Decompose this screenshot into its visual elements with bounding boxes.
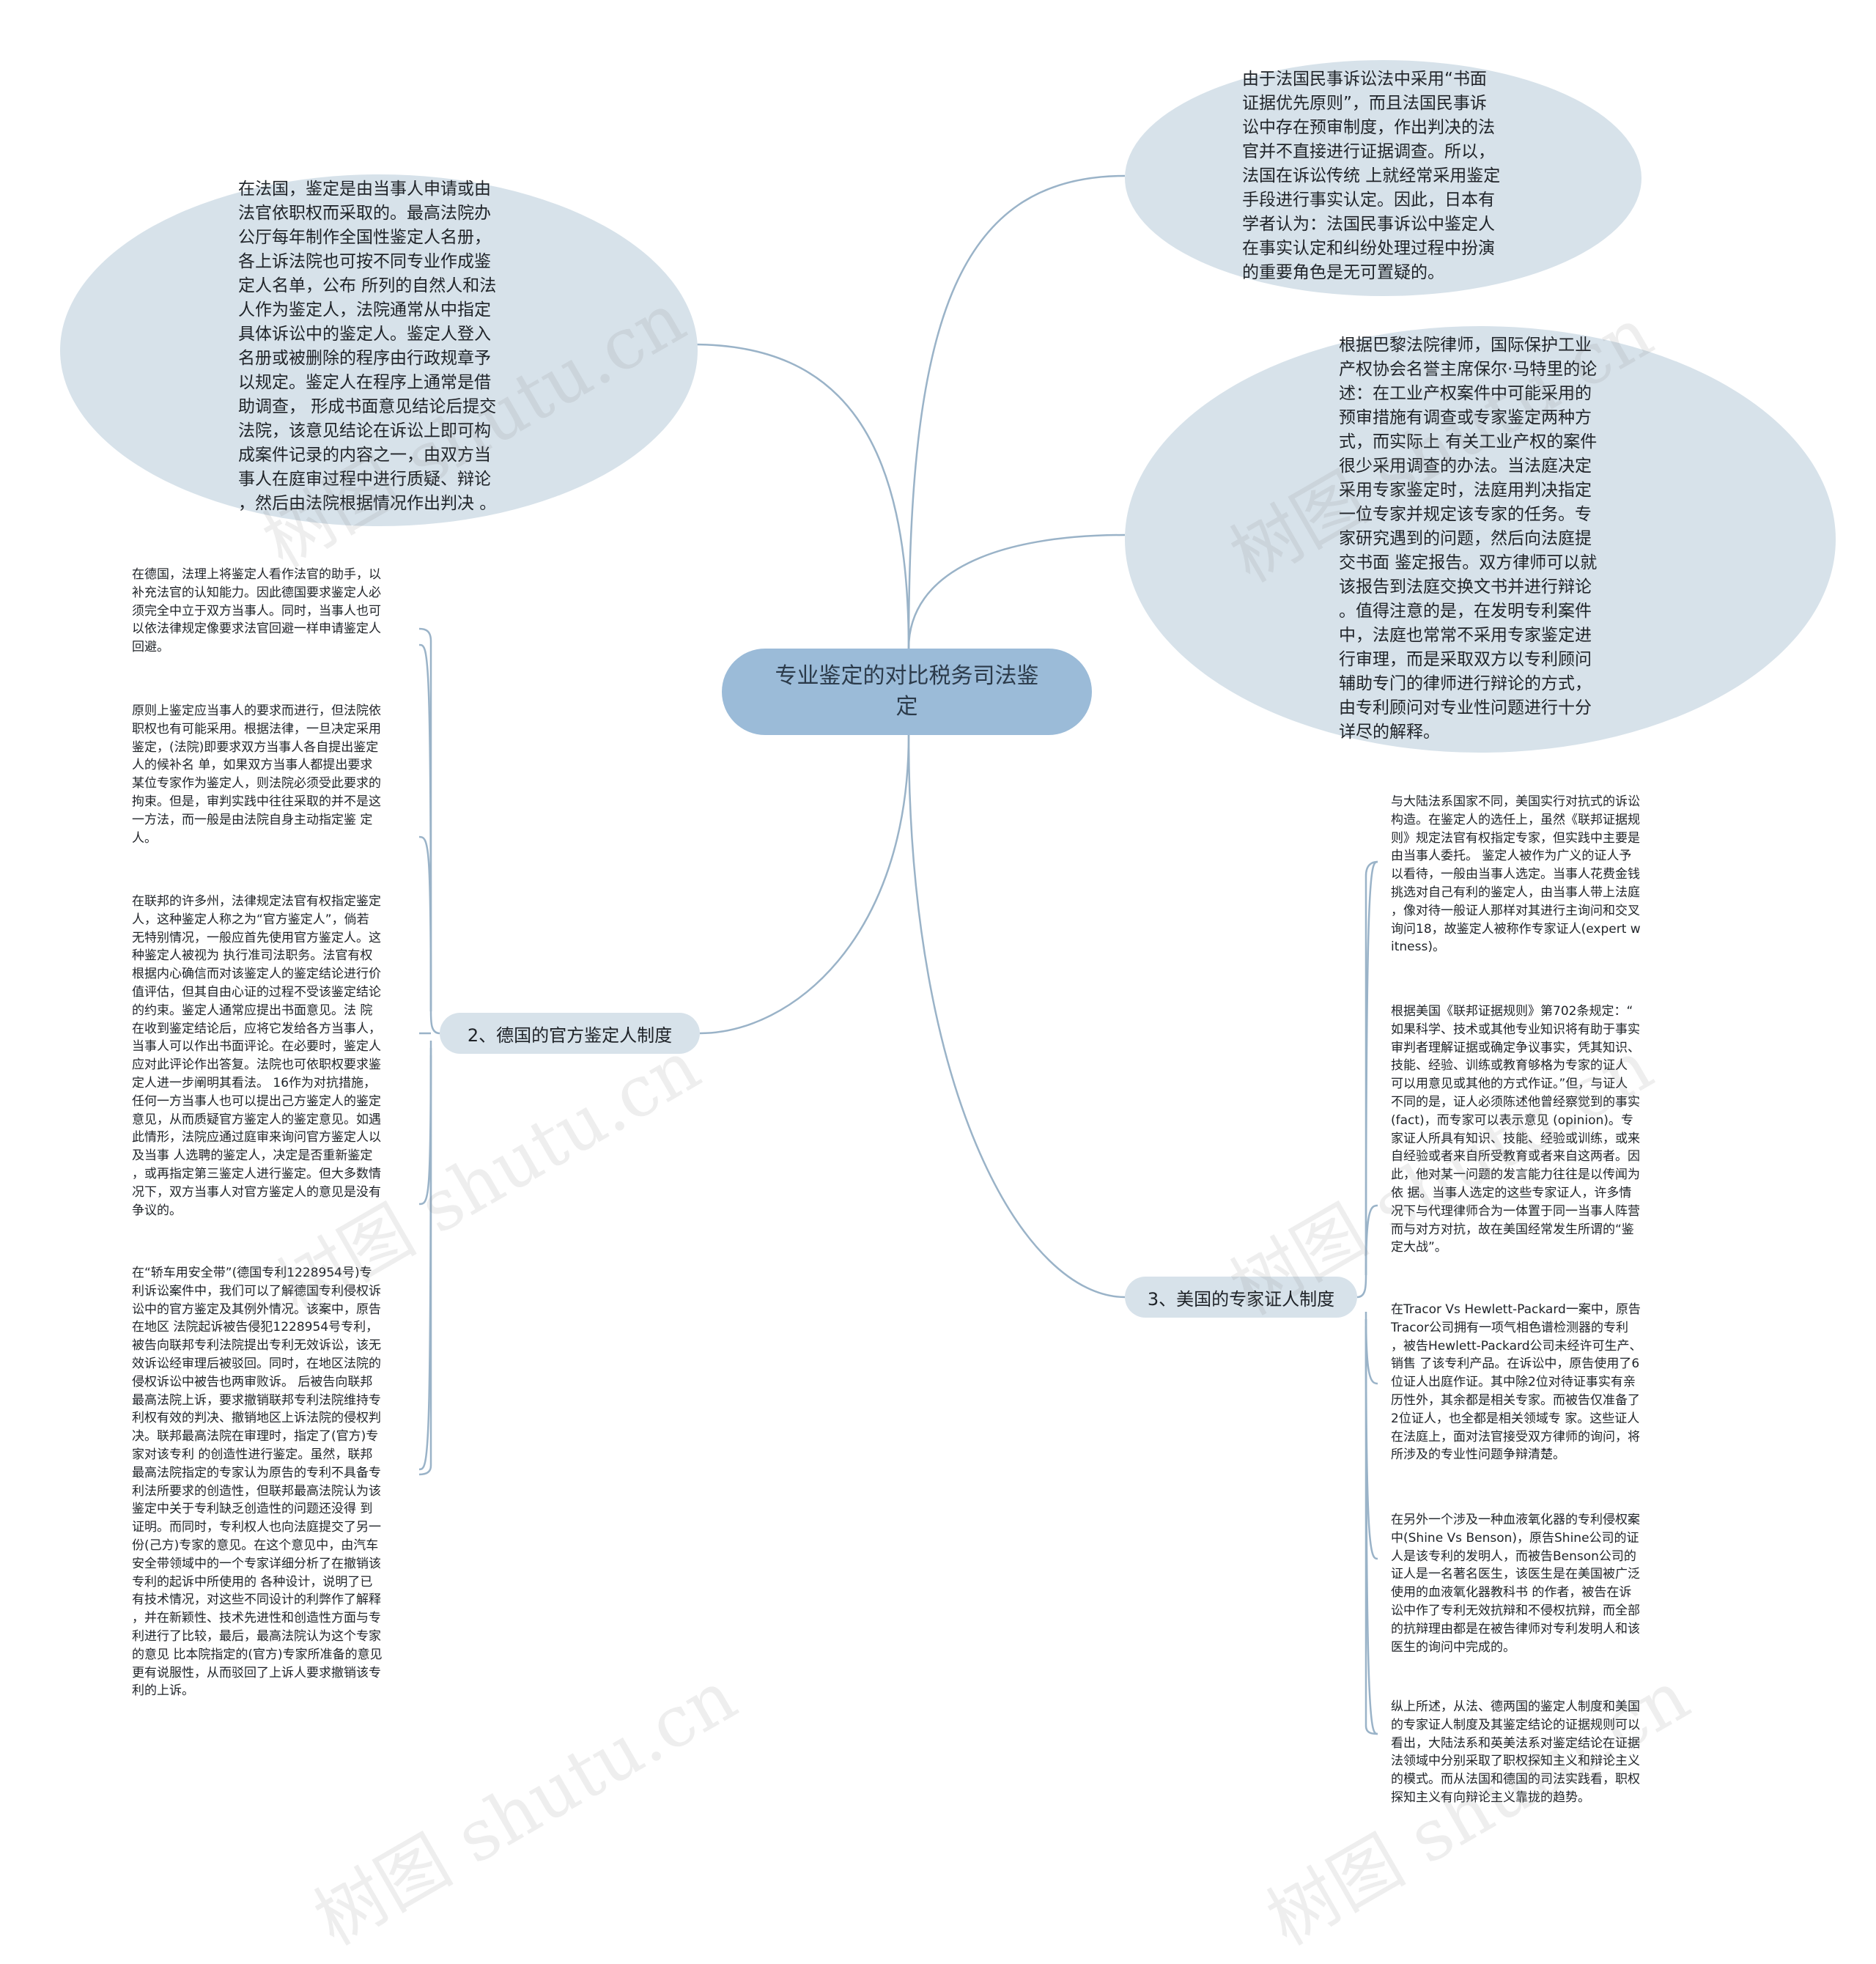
leaf-germany-2[interactable]: 原则上鉴定应当事人的要求而进行，但法院依 职权也有可能采用。根据法律，一旦决定采…: [132, 704, 381, 846]
link-root-france-doc: [907, 174, 1126, 649]
leaf-usa-1[interactable]: 与大陆法系国家不同，美国实行对抗式的诉讼 构造。在鉴定人的选任上，虽然《联邦证据…: [1391, 794, 1641, 955]
leaf-usa-4[interactable]: 在另外一个涉及一种血液氧化器的专利侵权案 中(Shine Vs Benson)，…: [1391, 1513, 1640, 1655]
branch-germany-official-appraiser[interactable]: 2、德国的官方鉴定人制度: [440, 1013, 700, 1054]
link-usa-leaf-5: [1364, 1326, 1378, 1735]
node-france-documentary-evidence-text: 由于法国民事诉讼法中采用“书面 证据优先原则”，而且法国民事诉 讼中存在预审制度…: [1242, 70, 1501, 282]
leaf-germany-1[interactable]: 在德国，法理上将鉴定人看作法官的助手，以 补充法官的认知能力。因此德国要求鉴定人…: [132, 567, 381, 655]
leaf-usa-3[interactable]: 在Tracor Vs Hewlett-Packard一案中，原告 Tracor公…: [1391, 1302, 1642, 1463]
node-france-appraisal-text: 在法国，鉴定是由当事人申请或由 法官依职权而采取的。最高法院办 公厅每年制作全国…: [238, 180, 497, 513]
node-paris-lawyer-view[interactable]: 根据巴黎法院律师，国际保护工业 产权协会名誉主席保尔·马特里的论 述：在工业产权…: [1125, 326, 1836, 753]
node-paris-lawyer-view-text: 根据巴黎法院律师，国际保护工业 产权协会名誉主席保尔·马特里的论 述：在工业产权…: [1339, 336, 1598, 742]
node-france-documentary-evidence[interactable]: 由于法国民事诉讼法中采用“书面 证据优先原则”，而且法国民事诉 讼中存在预审制度…: [1125, 60, 1642, 296]
leaf-germany-3[interactable]: 在联邦的许多州，法律规定法官有权指定鉴定 人，这种鉴定人称之为“官方鉴定人”，倘…: [132, 894, 381, 1218]
link-root-usa: [907, 734, 1126, 1299]
link-usa-leaf-1: [1364, 860, 1378, 1276]
leaf-germany-4[interactable]: 在“轿车用安全带”(德国专利1228954号)专 利诉讼案件中，我们可以了解德国…: [132, 1266, 383, 1699]
leaf-usa-2[interactable]: 根据美国《联邦证据规则》第702条规定：“ 如果科学、技术或其他专业知识将有助于…: [1391, 1004, 1640, 1255]
link-root-paris: [907, 534, 1126, 649]
link-root-germany: [699, 734, 910, 1035]
node-france-appraisal[interactable]: 在法国，鉴定是由当事人申请或由 法官依职权而采取的。最高法院办 公厅每年制作全国…: [60, 174, 698, 526]
leaf-usa-5[interactable]: 纵上所述，从法、德两国的鉴定人制度和美国 的专家证人制度及其鉴定结论的证据规则可…: [1391, 1699, 1640, 1805]
link-root-france: [692, 343, 910, 649]
link-usa-leaf-2: [1364, 1204, 1378, 1276]
branch-usa-expert-witness[interactable]: 3、美国的专家证人制度: [1125, 1277, 1357, 1318]
link-usa-leaf-3: [1364, 1311, 1378, 1385]
link-germany-leaf-1: [418, 643, 432, 1012]
connector-lines: [418, 174, 1378, 1735]
root-topic[interactable]: 专业鉴定的对比税务司法鉴定: [722, 649, 1092, 735]
link-germany-leaf-2: [418, 835, 432, 1012]
link-germany-leaf-4: [418, 1055, 432, 1471]
